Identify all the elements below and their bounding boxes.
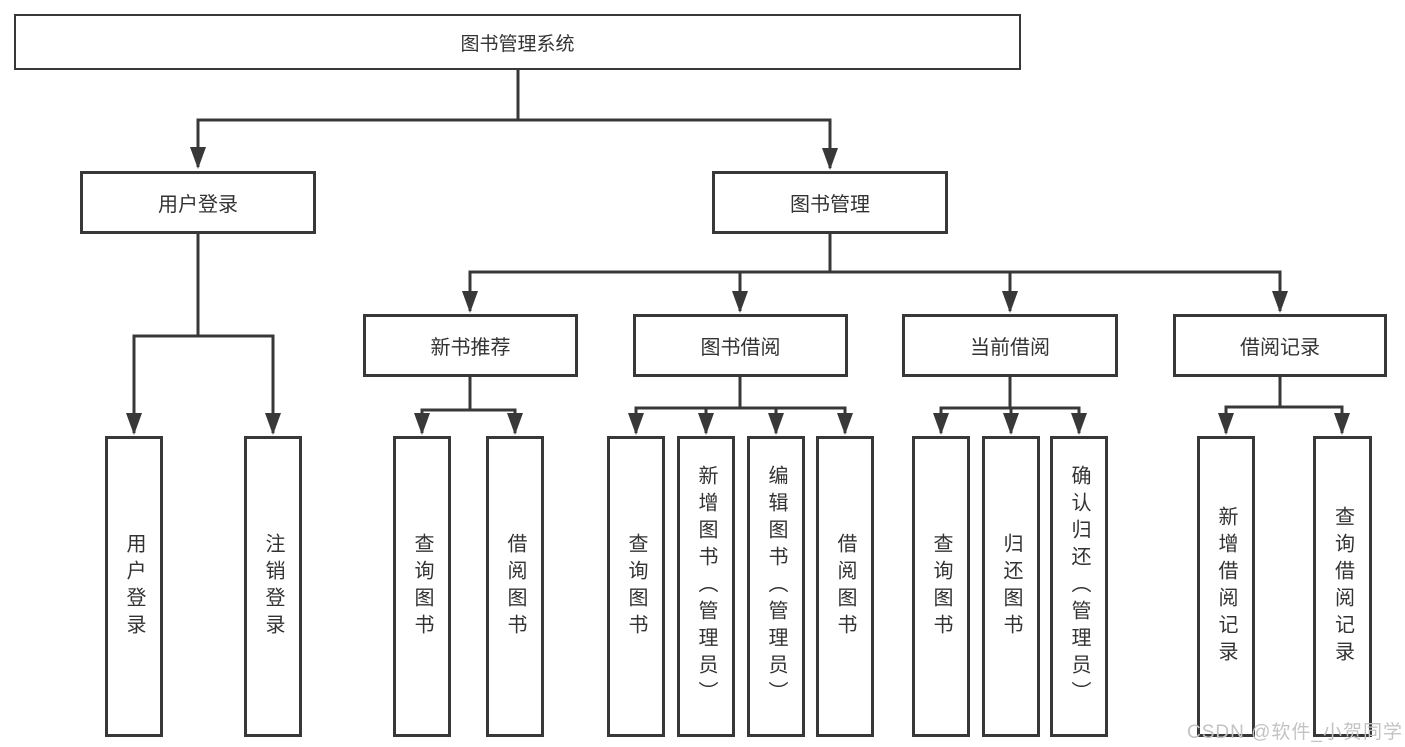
node-book-management: 图书管理 [712,171,948,234]
leaf-br-add-record: 新增借阅记录 [1197,436,1255,737]
leaf-user-login: 用户登录 [105,436,163,737]
node-new-book-recommend: 新书推荐 [363,314,578,377]
leaf-bb-edit-book-admin: 编辑图书（管理员） [747,436,805,737]
leaf-cb-confirm-return-admin: 确认归还（管理员） [1050,436,1108,737]
leaf-br-query-record: 查询借阅记录 [1313,436,1372,737]
leaf-nb-query-books: 查询图书 [393,436,451,737]
watermark: CSDN @软件_小贺同学 [1187,722,1403,743]
leaf-cb-query-books: 查询图书 [912,436,970,737]
leaf-bb-query-books: 查询图书 [607,436,665,737]
leaf-logout: 注销登录 [244,436,302,737]
node-user-login: 用户登录 [80,171,316,234]
leaf-bb-borrow-books: 借阅图书 [816,436,874,737]
leaf-cb-return-books: 归还图书 [982,436,1040,737]
node-current-borrow: 当前借阅 [902,314,1118,377]
node-library-system: 图书管理系统 [14,14,1021,70]
leaf-nb-borrow-books: 借阅图书 [486,436,544,737]
node-book-borrow: 图书借阅 [633,314,848,377]
leaf-bb-add-book-admin: 新增图书（管理员） [677,436,735,737]
node-borrow-records: 借阅记录 [1173,314,1387,377]
